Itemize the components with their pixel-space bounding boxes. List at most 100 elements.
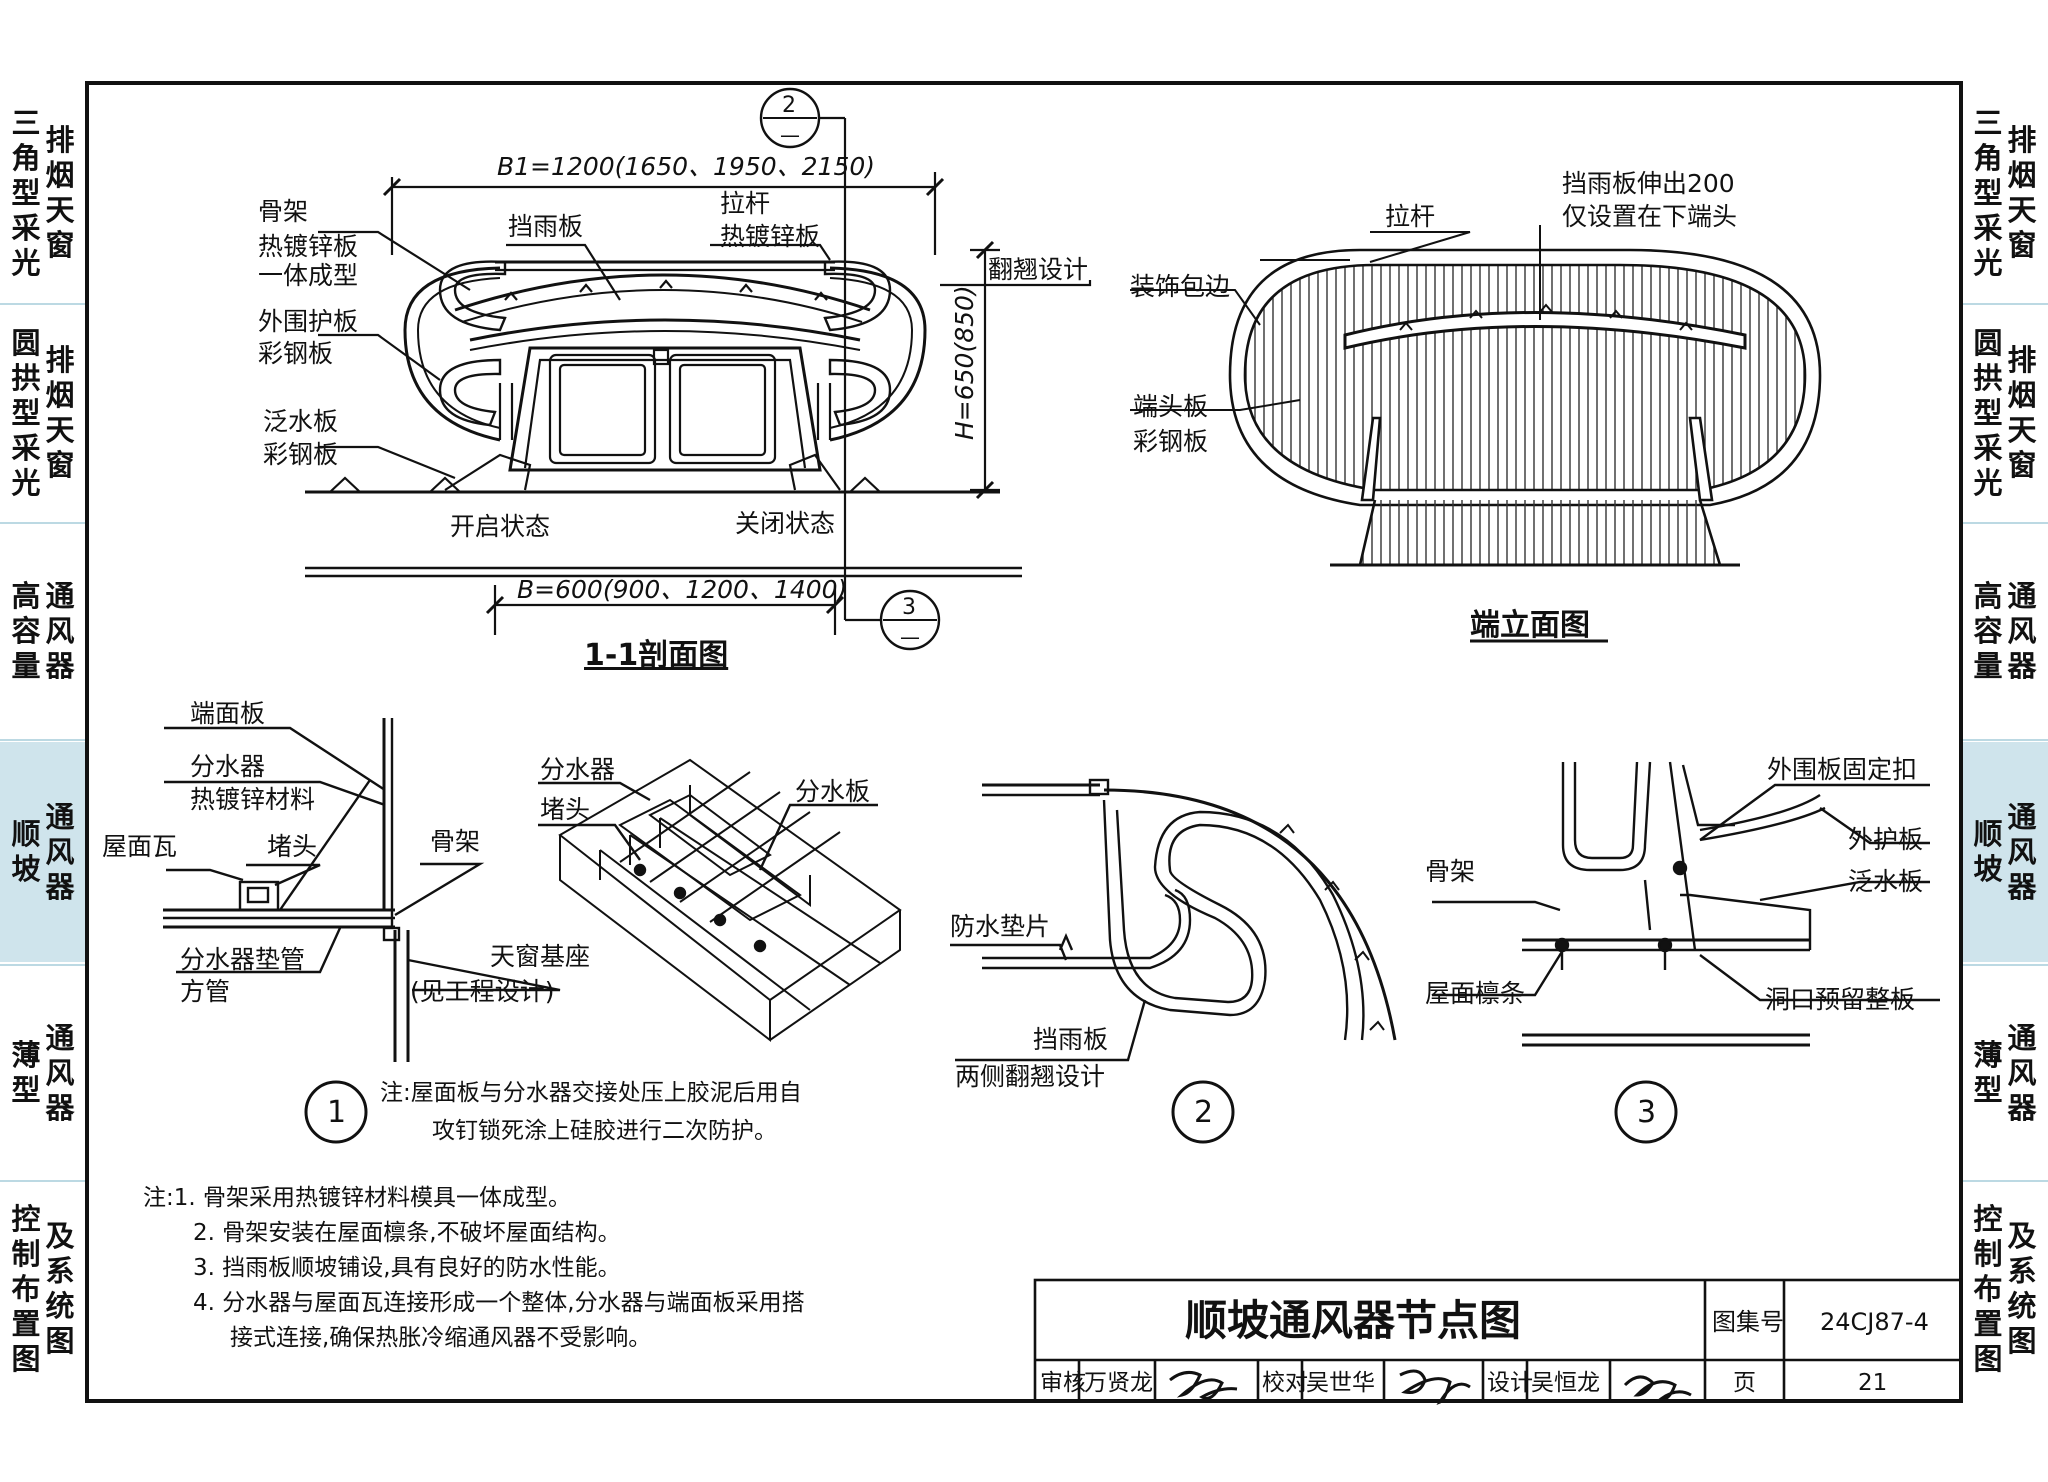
page-number: 21 [1858,1370,1887,1396]
d3-label-flash: 泛水板 [1848,867,1923,896]
side-tab-right-3[interactable]: 高容量 通风器 [1962,526,2048,736]
side-tab-right-5[interactable]: 薄型 通风器 [1962,968,2048,1178]
d3-label-outer: 外护板 [1848,825,1923,854]
label-flashing-2: 彩钢板 [263,440,338,469]
title-block [1033,1278,1963,1403]
d1-label-divider-1: 分水器 [190,752,265,781]
check-label: 校对 [1262,1370,1308,1396]
design-label: 设计 [1487,1370,1533,1396]
d3-label-clip: 外围板固定扣 [1767,755,1917,784]
d3-label-plate: 洞口预留整板 [1765,985,1915,1014]
d1-label-endpanel: 端面板 [190,699,265,728]
label-frame-1: 骨架 [258,197,308,226]
detail-1-marker [304,1080,368,1144]
label-outer-1: 外围护板 [258,307,358,336]
d1-note-1: 注:屋面板与分水器交接处压上胶泥后用自 [380,1080,802,1106]
d2-number: 2 [1194,1095,1213,1130]
callout-2-dash: — [780,123,800,147]
side-tab-left-4[interactable]: 顺坡 通风器 [0,742,86,962]
review-label: 审核 [1040,1370,1086,1396]
end-elevation [1130,225,1822,567]
end-elevation-title: 端立面图 [1470,608,1590,643]
d1-label-plug-3d: 堵头 [540,795,590,824]
side-tab-left-3-col2: 通风器 [45,578,75,683]
d3-label-frame: 骨架 [1425,857,1475,886]
detail-2-marker [1171,1080,1235,1144]
side-tab-right-5-col2: 通风器 [2007,1020,2037,1125]
side-tab-left-5[interactable]: 薄型 通风器 [0,968,86,1178]
side-tab-left-6[interactable]: 控制布置图 及系统图 [0,1184,86,1394]
reviewer-signature [1169,1370,1238,1400]
label-outer-2: 彩钢板 [258,339,333,368]
end-label-end-2: 彩钢板 [1133,427,1208,456]
section-1-1 [305,116,1092,635]
label-frame-3: 一体成型 [258,261,358,290]
side-tab-left-6-col1: 控制布置图 [11,1201,41,1376]
d1-label-divider-2: 热镀锌材料 [190,785,315,814]
side-tab-right-6-col1: 控制布置图 [1973,1201,2003,1376]
callout-3-section [879,589,941,651]
label-rain-shield: 挡雨板 [508,212,583,241]
end-label-rain-2: 仅设置在下端头 [1562,202,1737,231]
side-tab-left-5-col2: 通风器 [45,1020,75,1125]
side-tab-right-1-col1: 三角型采光 [1973,105,2003,280]
note-4: 4. 分水器与屋面瓦连接形成一个整体,分水器与端面板采用搭 [193,1290,805,1316]
page-label: 页 [1733,1370,1756,1396]
side-tab-right-4[interactable]: 顺坡 通风器 [1962,742,2048,962]
side-tab-left-1-col2: 排烟天窗 [45,123,75,262]
d1-label-pad-2: 方管 [180,977,230,1006]
side-tab-right-2-col2: 排烟天窗 [2007,343,2037,482]
side-tab-left-1-col1: 三角型采光 [11,105,41,280]
side-tab-left-2[interactable]: 圆拱型采光 排烟天窗 [0,308,86,518]
note-3: 3. 挡雨板顺坡铺设,具有良好的防水性能。 [193,1255,621,1281]
callout-2-section [759,87,821,149]
d3-number: 3 [1637,1095,1656,1130]
d3-label-purlin: 屋面檩条 [1425,979,1525,1008]
d2-label-gasket: 防水垫片 [950,912,1050,941]
label-flashing-1: 泛水板 [263,407,338,436]
callout-3-dash: — [900,625,920,649]
end-label-trim: 装饰包边 [1130,272,1230,301]
side-tab-left-3[interactable]: 高容量 通风器 [0,526,86,736]
atlas-label: 图集号 [1712,1308,1784,1336]
callout-3-number: 3 [902,595,916,620]
side-tab-right-3-col2: 通风器 [2007,578,2037,683]
d1-label-tile: 屋面瓦 [102,832,177,861]
reviewer-name: 万贤龙 [1084,1370,1153,1396]
side-tab-left-4-col2: 通风器 [45,799,75,904]
label-tie-rod-2: 热镀锌板 [720,222,820,251]
label-open-state: 开启状态 [450,512,550,541]
side-tab-right-5-col1: 薄型 [1973,1038,2003,1107]
d1-label-divplate: 分水板 [795,777,870,806]
side-tab-right-1-col2: 排烟天窗 [2007,123,2037,262]
side-tab-right-6[interactable]: 控制布置图 及系统图 [1962,1184,2048,1394]
side-tab-right-1[interactable]: 三角型采光 排烟天窗 [1962,88,2048,298]
side-tab-left-1[interactable]: 三角型采光 排烟天窗 [0,88,86,298]
side-tab-left-6-col2: 及系统图 [45,1219,75,1358]
side-tab-left-5-col1: 薄型 [11,1038,41,1107]
d1-label-frame: 骨架 [430,827,480,856]
side-tab-right-4-col2: 通风器 [2007,799,2037,904]
note-2: 2. 骨架安装在屋面檩条,不破坏屋面结构。 [193,1220,621,1246]
d1-note-2: 攻钉锁死涂上硅胶进行二次防护。 [432,1118,777,1144]
label-frame-2: 热镀锌板 [258,232,358,261]
dim-b1: B1=1200(1650、1950、2150) [497,152,875,181]
designer-signature [1623,1375,1692,1401]
checker-signature [1399,1369,1471,1406]
d2-label-rain-2: 两侧翻翘设计 [955,1062,1105,1091]
dim-b: B=600(900、1200、1400) [517,575,847,604]
note-1: 注:1. 骨架采用热镀锌材料模具一体成型。 [143,1185,571,1211]
atlas-number: 24CJ87-4 [1820,1308,1929,1336]
d1-label-base-2: (见工程设计) [410,977,555,1006]
end-label-end-1: 端头板 [1133,392,1208,421]
side-tab-right-2[interactable]: 圆拱型采光 排烟天窗 [1962,308,2048,518]
side-tab-right-2-col1: 圆拱型采光 [1973,325,2003,500]
checker-name: 吴世华 [1306,1370,1375,1396]
side-tab-left-2-col1: 圆拱型采光 [11,325,41,500]
end-label-rain-1: 挡雨板伸出200 [1562,169,1735,198]
side-tab-right-3-col1: 高容量 [1973,578,2003,683]
drawing-title: 顺坡通风器节点图 [1185,1296,1521,1345]
end-label-rod: 拉杆 [1385,202,1435,231]
side-tab-right-4-col1: 顺坡 [1973,817,2003,886]
